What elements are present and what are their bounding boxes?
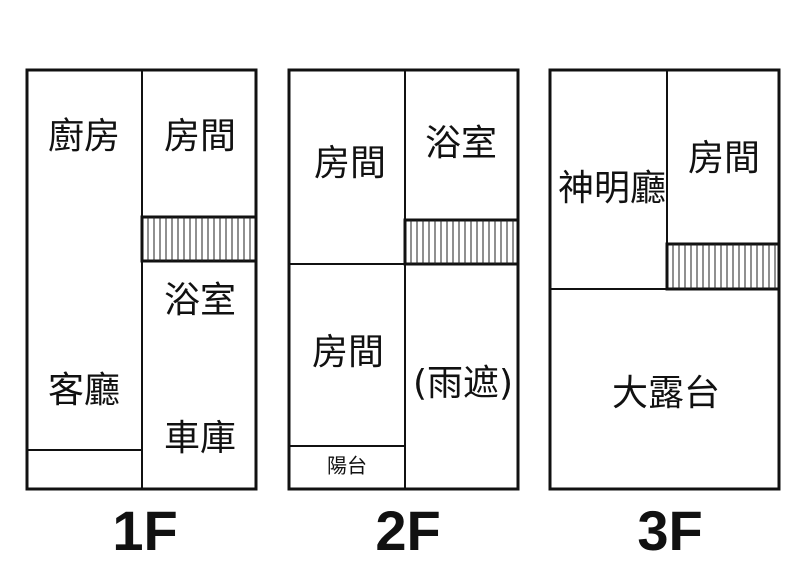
room-bedroom: 房間 — [314, 143, 386, 184]
room-kitchen: 廚房 — [48, 116, 120, 157]
room-bedroom: 房間 — [688, 138, 760, 179]
stairs — [140, 215, 258, 263]
room-canopy: (雨遮) — [413, 363, 513, 404]
floor-2f-outline — [287, 68, 520, 491]
stairs — [403, 218, 520, 266]
stairs-outline — [403, 218, 520, 266]
stairs — [665, 242, 781, 291]
room-bedroom: 房間 — [164, 116, 236, 157]
room-living: 客廳 — [48, 370, 120, 411]
stairs-outline — [140, 215, 258, 263]
room-bedroom: 房間 — [312, 332, 384, 373]
floor-label-3f: 3F — [637, 499, 702, 562]
floor-1f: 廚房 房間 浴室 客廳 車庫 1F — [25, 68, 258, 562]
room-terrace: 大露台 — [612, 373, 720, 414]
room-garage: 車庫 — [164, 418, 236, 459]
floor-label-1f: 1F — [112, 499, 177, 562]
floor-2f: 房間 浴室 房間 (雨遮) 陽台 2F — [287, 68, 520, 562]
room-bathroom: 浴室 — [425, 123, 497, 164]
stairs-outline — [665, 242, 781, 291]
room-balcony: 陽台 — [327, 454, 367, 478]
room-bathroom: 浴室 — [164, 280, 236, 321]
floor-label-2f: 2F — [375, 499, 440, 562]
room-shrine: 神明廳 — [558, 168, 666, 209]
floor-3f: 神明廳 房間 大露台 3F — [548, 68, 781, 562]
